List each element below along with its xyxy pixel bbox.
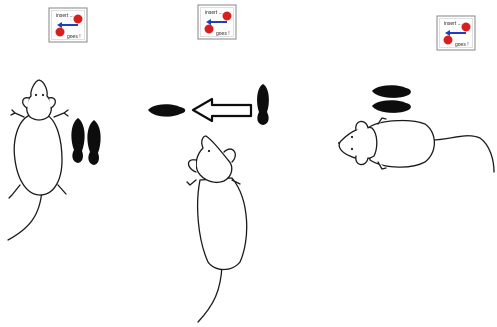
footprint-bottom [372, 100, 411, 113]
panel-middle: insert ... goes ! [148, 4, 269, 323]
road-sign-icon: insert ... goes ! [197, 4, 237, 40]
panel-left: insert ... goes ! [7, 7, 101, 241]
road-sign-icon: insert ... goes ! [436, 15, 476, 51]
footprint-vertical [257, 84, 269, 125]
mouse-top-view [338, 117, 495, 173]
footprint-right [87, 120, 101, 165]
left-arrow-icon [191, 97, 253, 123]
footprint-top [372, 85, 411, 98]
footprint-horizontal [148, 104, 186, 117]
sign-top-text: insert ... [56, 13, 74, 19]
panel-right: insert ... goes ! [338, 15, 495, 173]
sign-top-text: insert ... [205, 10, 223, 16]
mouse-top-view [186, 135, 248, 323]
road-sign-icon: insert ... goes ! [48, 7, 88, 43]
sign-bottom-text: goes ! [67, 34, 81, 40]
footprint-pair [71, 118, 101, 165]
footprint-pair-horizontal [372, 85, 411, 113]
sign-top-text: insert ... [444, 21, 462, 27]
sign-bottom-text: goes ! [455, 42, 469, 48]
mouse-top-view [7, 79, 69, 241]
footprint-left [71, 118, 85, 163]
sign-bottom-text: goes ! [216, 31, 230, 37]
